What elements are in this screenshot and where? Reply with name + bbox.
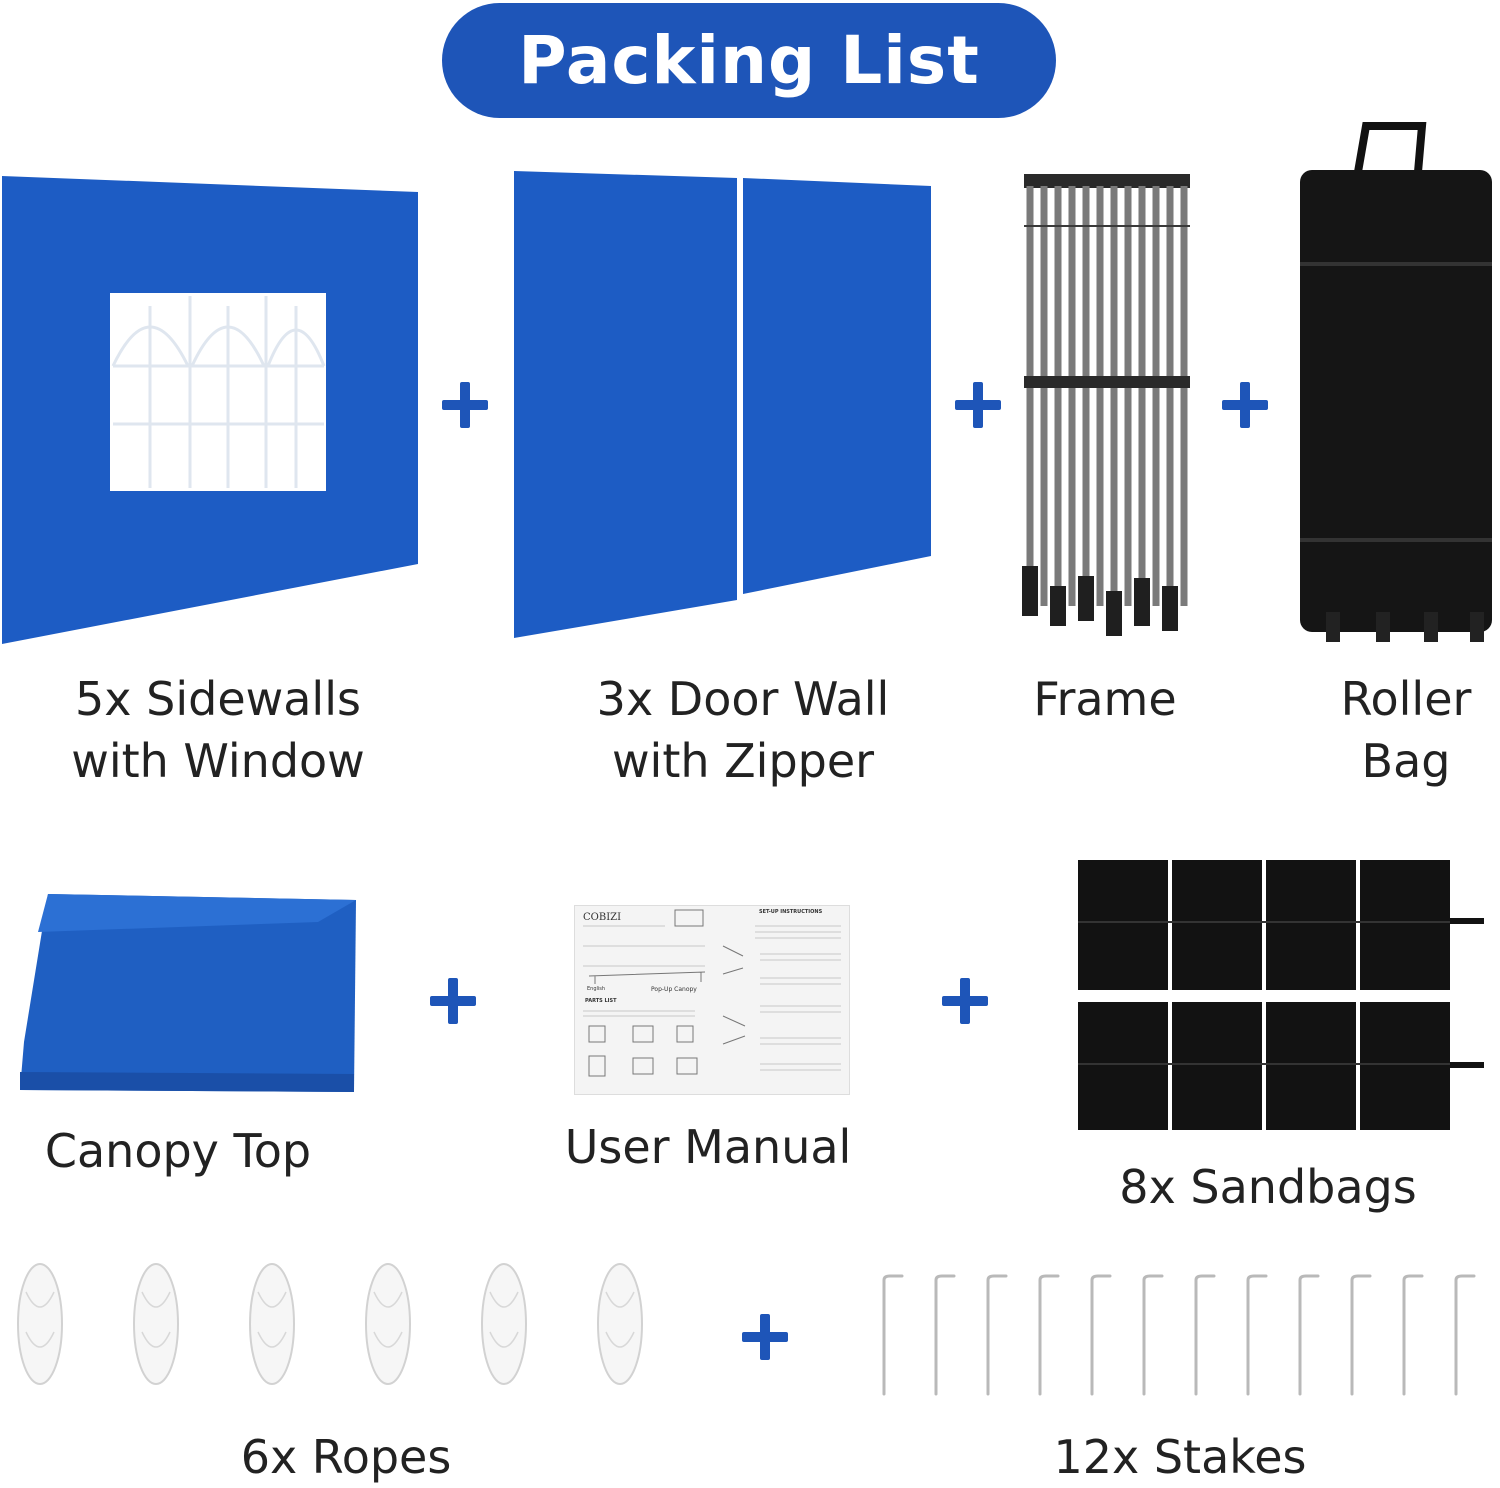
door-wall-label: 3x Door Wall with Zipper — [543, 668, 943, 792]
manual-content-lines — [583, 909, 841, 1077]
plus-icon — [942, 978, 988, 1024]
frame-label: Frame — [1005, 668, 1205, 730]
sidewalls-label-line1: 5x Sidewalls — [75, 672, 361, 726]
user-manual-label-line1: User Manual — [564, 1120, 852, 1174]
plus-icon — [742, 1314, 788, 1360]
roller-bag-label-line2: Bag — [1361, 734, 1451, 788]
canopy-top-label: Canopy Top — [18, 1120, 338, 1182]
roller-bag-label-line1: Roller — [1340, 672, 1472, 726]
plus-icon — [1222, 382, 1268, 428]
sidewall-image — [2, 176, 418, 644]
canopy-top-image — [20, 894, 356, 1092]
stakes-label: 12x Stakes — [1020, 1426, 1340, 1488]
manual-product: Pop-Up Canopy — [651, 986, 697, 993]
sidewalls-label: 5x Sidewalls with Window — [18, 668, 418, 792]
manual-brand: COBIZI — [583, 912, 622, 923]
roller-bag-label: Roller Bag — [1316, 668, 1496, 792]
stakes-label-line1: 12x Stakes — [1053, 1430, 1307, 1484]
roller-bag-image — [1300, 122, 1492, 642]
user-manual-image: COBIZI SET-UP INSTRUCTIONS Pop-Up Canopy… — [574, 905, 850, 1095]
frame-label-line1: Frame — [1033, 672, 1177, 726]
manual-heading: SET-UP INSTRUCTIONS — [759, 909, 823, 915]
sandbags-label-line1: 8x Sandbags — [1119, 1160, 1417, 1214]
user-manual-label: User Manual — [548, 1116, 868, 1178]
ropes-label: 6x Ropes — [186, 1426, 506, 1488]
manual-language: English — [587, 986, 606, 992]
plus-icon — [442, 382, 488, 428]
sandbags-image — [1078, 860, 1484, 1130]
canopy-top-label-line1: Canopy Top — [44, 1124, 312, 1178]
sidewalls-label-line2: with Window — [71, 734, 365, 788]
frame-image — [1022, 174, 1190, 636]
page-title: Packing List — [518, 22, 980, 99]
door-wall-label-line2: with Zipper — [611, 734, 875, 788]
ropes-image — [17, 1263, 643, 1385]
plus-icon — [955, 382, 1001, 428]
door-wall-image — [514, 171, 931, 638]
ropes-label-line1: 6x Ropes — [240, 1430, 452, 1484]
plus-icon — [430, 978, 476, 1024]
door-wall-label-line1: 3x Door Wall — [596, 672, 890, 726]
sandbags-label: 8x Sandbags — [1098, 1156, 1438, 1218]
title-banner: Packing List — [442, 3, 1056, 118]
manual-parts: PARTS LIST — [585, 998, 617, 1004]
stakes-image — [882, 1274, 1476, 1396]
